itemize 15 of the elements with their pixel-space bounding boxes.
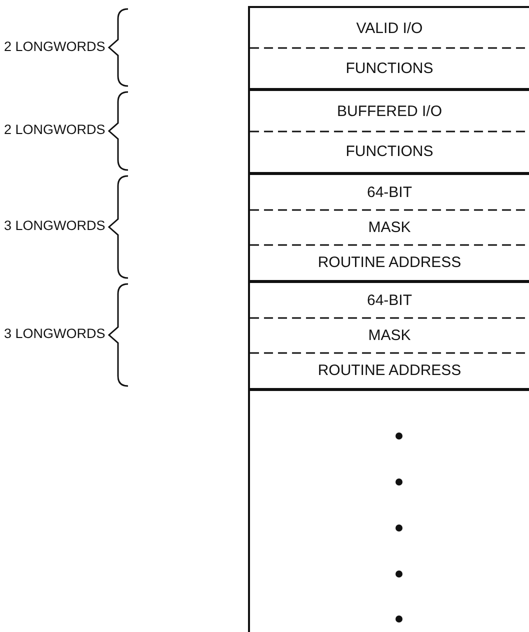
- field-label: FUNCTIONS: [346, 143, 434, 160]
- memory-entry-box: [248, 173, 529, 282]
- field-label: MASK: [368, 327, 411, 344]
- field-label: VALID I/O: [356, 20, 423, 36]
- memory-entry-box: [248, 6, 529, 90]
- memory-entry-box: [248, 281, 529, 390]
- memory-entry-box: [248, 89, 529, 174]
- field-label: FUNCTIONS: [346, 60, 434, 76]
- memory-continuation-box: [248, 389, 529, 632]
- field-label: ROUTINE ADDRESS: [318, 254, 462, 271]
- field-label: BUFFERED I/O: [336, 102, 442, 120]
- field-label: 64-BIT: [366, 184, 412, 201]
- field-label: MASK: [368, 219, 411, 236]
- field-label: ROUTINE ADDRESS: [318, 362, 462, 379]
- field-label: 64-BIT: [366, 292, 412, 309]
